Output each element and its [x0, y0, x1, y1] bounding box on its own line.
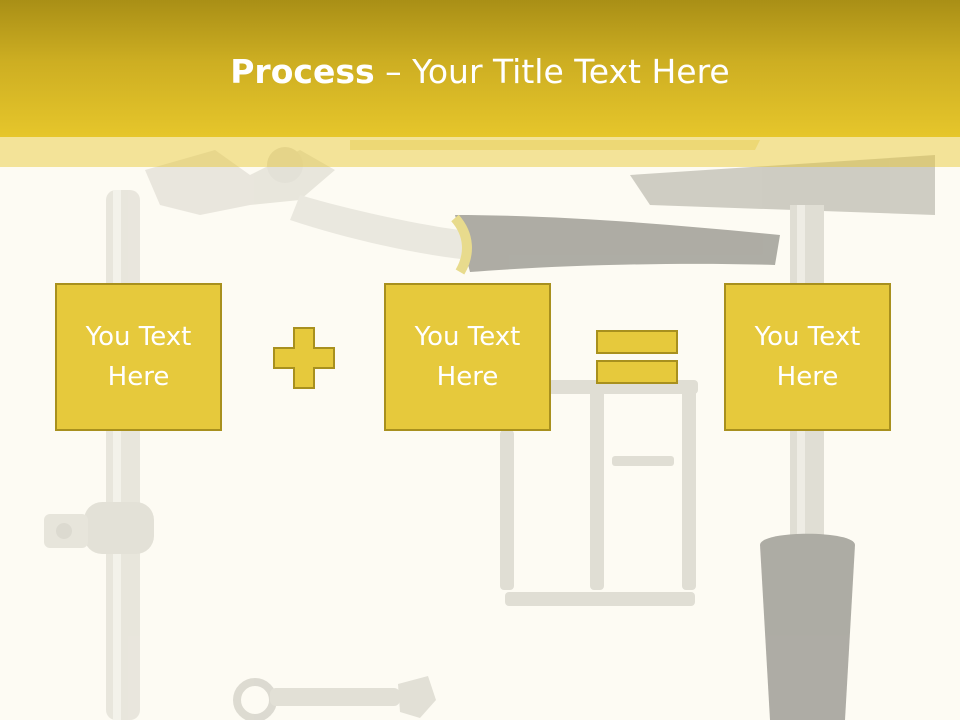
process-box-label: You Text Here — [414, 322, 521, 392]
title-rest: – Your Title Text Here — [374, 52, 730, 91]
process-box-label: You Text Here — [754, 322, 861, 392]
title-bar — [0, 0, 960, 137]
process-box-2[interactable]: You Text Here — [384, 283, 551, 431]
screwdriver-bits-icon — [500, 380, 698, 606]
combination-wrench-icon — [233, 676, 436, 720]
slide-title[interactable]: Process – Your Title Text Here — [0, 52, 960, 91]
pliers-icon — [145, 140, 780, 275]
plus-icon[interactable] — [272, 326, 336, 390]
equals-icon[interactable] — [596, 330, 678, 384]
hammer-icon — [630, 155, 935, 720]
title-bold: Process — [230, 52, 375, 91]
process-box-3[interactable]: You Text Here — [724, 283, 891, 431]
socket-wrench-icon — [44, 190, 154, 720]
process-box-1[interactable]: You Text Here — [55, 283, 222, 431]
process-box-label: You Text Here — [85, 322, 192, 392]
title-bar-shadow — [0, 137, 960, 167]
